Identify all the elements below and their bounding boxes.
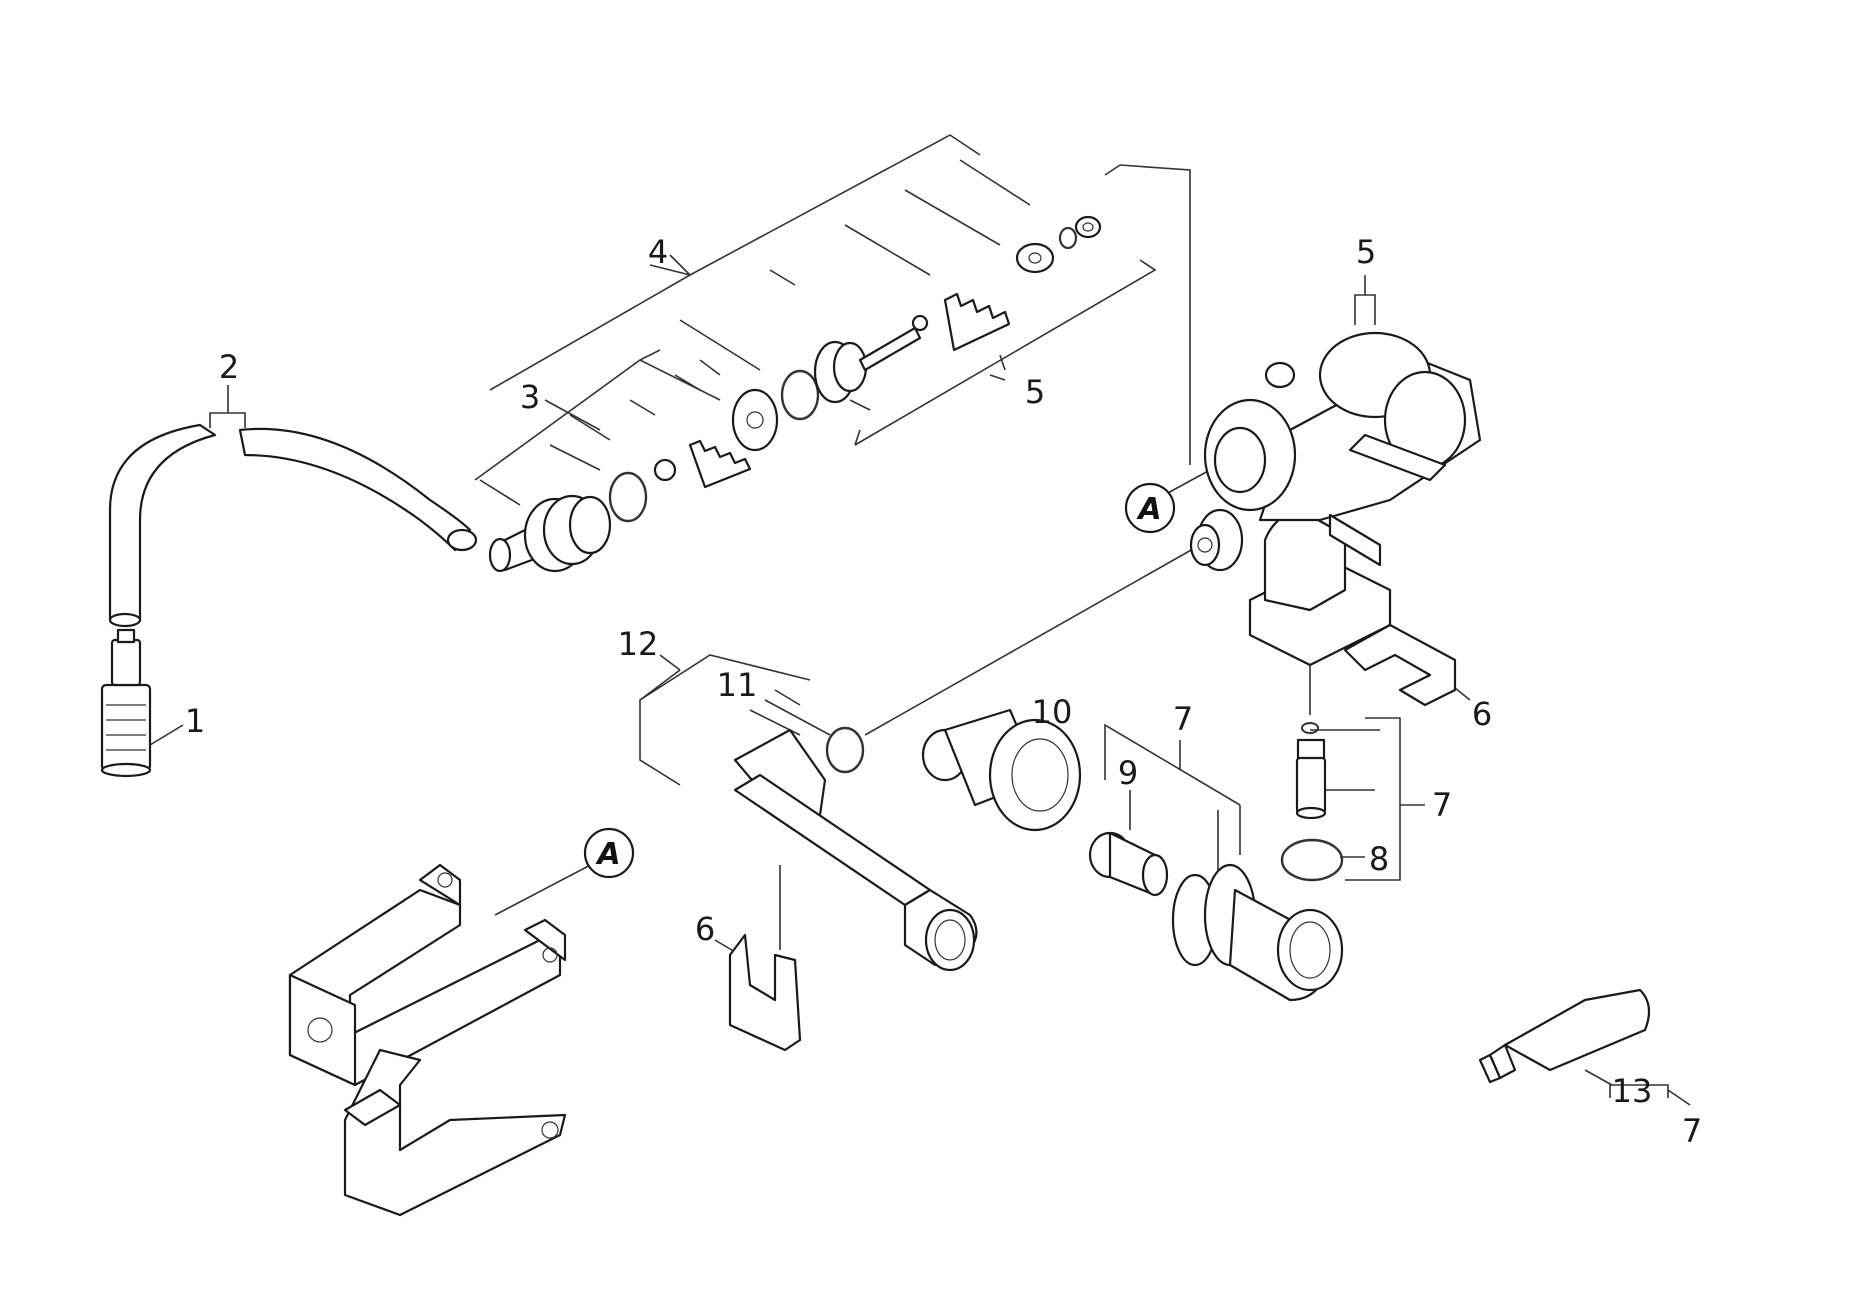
marker-a-bottom-text: A [595, 837, 620, 872]
label-part-9: 9 [1118, 754, 1138, 792]
marker-a-top: A [1124, 482, 1176, 534]
label-part-13: 13 [1612, 1072, 1653, 1110]
part-3-valve-assembly [488, 388, 779, 573]
label-part-7-bottom: 7 [1682, 1112, 1702, 1150]
label-part-2: 2 [219, 348, 239, 386]
label-part-11: 11 [717, 666, 758, 704]
part-2-hose [108, 423, 478, 628]
label-part-8: 8 [1369, 840, 1389, 878]
label-part-6-bottom: 6 [695, 910, 715, 948]
part-7-8-stack [1280, 722, 1344, 882]
marker-a-top-text: A [1136, 492, 1161, 527]
label-part-5-middle: 5 [1025, 373, 1045, 411]
label-part-5-top: 5 [1356, 233, 1376, 271]
part-4-piston [780, 215, 1102, 421]
label-part-4: 4 [648, 233, 668, 271]
marker-a-bottom: A [583, 827, 635, 879]
part-1-connector [100, 628, 152, 778]
part-number-labels: 1 2 3 4 5 5 6 6 7 7 7 8 9 10 11 12 13 [185, 233, 1702, 1150]
pump-housing [1189, 331, 1482, 667]
part-7-elbow [1171, 863, 1344, 1002]
label-part-7-right: 7 [1432, 786, 1452, 824]
part-9-filter [1088, 831, 1169, 897]
part-13-grease-tube [1478, 988, 1651, 1084]
mounting-bracket [288, 863, 567, 1217]
part-10-hose-connector [921, 708, 1082, 832]
label-part-10: 10 [1032, 693, 1073, 731]
part-12-inlet-tube [733, 728, 978, 972]
label-part-3: 3 [520, 378, 540, 416]
label-part-12: 12 [618, 625, 659, 663]
part-6-clip-right [1343, 623, 1457, 707]
label-part-6-right: 6 [1472, 695, 1492, 733]
label-part-1: 1 [185, 702, 205, 740]
label-part-7-middle: 7 [1173, 700, 1193, 738]
part-11-o-ring [825, 726, 865, 774]
part-6-clip-bottom [728, 933, 802, 1052]
